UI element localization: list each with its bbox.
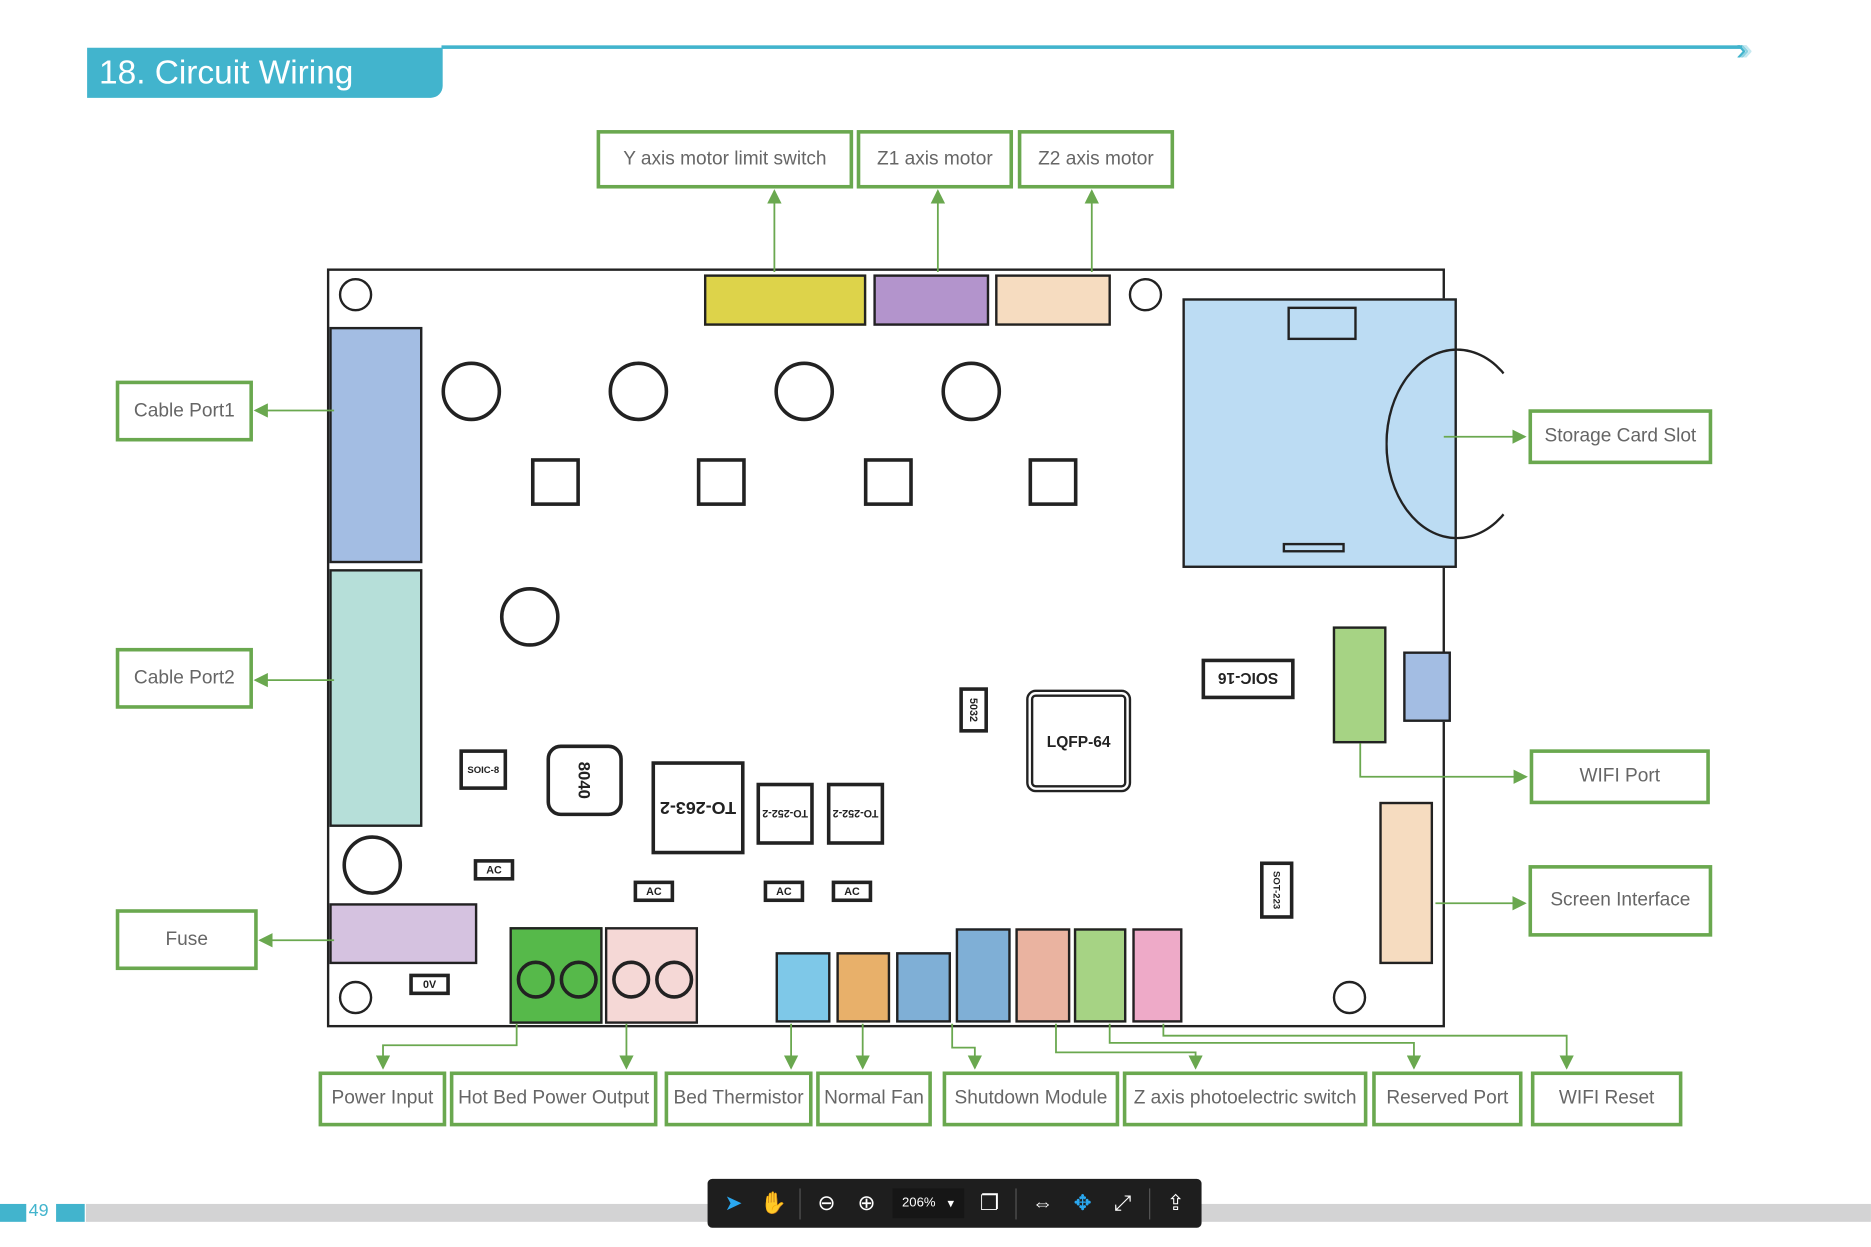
- fullscreen-icon[interactable]: ⤢: [1113, 1190, 1132, 1215]
- z1-motor-connector: [873, 274, 990, 326]
- footer-accent: [0, 1203, 27, 1222]
- page-number: 49: [28, 1200, 49, 1221]
- capacitor: [608, 361, 669, 422]
- mcu-chip: LQFP-64: [1026, 689, 1132, 793]
- zoom-in-icon[interactable]: ⊕: [857, 1190, 876, 1215]
- capacitor: [941, 361, 1002, 422]
- label-wifi-port: WIFI Port: [1529, 749, 1710, 805]
- mount-hole: [338, 980, 373, 1015]
- label-fuse: Fuse: [115, 909, 258, 971]
- select-arrow-icon[interactable]: ➤: [724, 1190, 743, 1215]
- capacitor: [774, 361, 835, 422]
- connector: [896, 952, 951, 1023]
- connector: [1015, 928, 1071, 1023]
- hot-bed-terminal: [604, 927, 699, 1024]
- divider: [1148, 1187, 1150, 1219]
- section-title: 18. Circuit Wiring: [87, 47, 443, 98]
- label-hot-bed-output: Hot Bed Power Output: [449, 1071, 658, 1127]
- y-limit-connector: [703, 274, 867, 326]
- export-icon[interactable]: ⇪: [1166, 1190, 1185, 1215]
- driver-chip: [696, 458, 746, 506]
- shutdown-connector: [955, 928, 1011, 1023]
- driver-chip: [1028, 458, 1078, 506]
- mount-hole: [338, 278, 373, 312]
- bed-thermistor-connector: [775, 952, 831, 1023]
- chevron-down-icon: ▾: [947, 1196, 955, 1212]
- title-rule: [441, 45, 1743, 49]
- fuse-holder: [329, 903, 478, 965]
- label-shutdown-module: Shutdown Module: [942, 1071, 1120, 1127]
- capacitor: [499, 587, 560, 647]
- diode: AC: [763, 880, 805, 903]
- diode: AC: [633, 880, 675, 903]
- z-photo-connector: [1073, 928, 1127, 1023]
- screen-interface-connector: [1379, 801, 1434, 965]
- label-cable-port1: Cable Port1: [115, 380, 253, 442]
- label-bed-thermistor: Bed Thermistor: [664, 1071, 813, 1127]
- footer-accent: [56, 1203, 85, 1222]
- power-input-terminal: [509, 927, 603, 1024]
- diode: AC: [473, 859, 515, 881]
- divider: [1015, 1187, 1017, 1219]
- fit-page-icon[interactable]: ✥: [1073, 1190, 1092, 1215]
- label-z-photo-switch: Z axis photoelectric switch: [1122, 1071, 1368, 1127]
- zoom-value: 206%: [901, 1195, 936, 1210]
- capacitor: [342, 835, 403, 895]
- label-cable-port2: Cable Port2: [115, 647, 253, 709]
- label-screen-interface: Screen Interface: [1528, 865, 1713, 937]
- hand-icon[interactable]: ✋: [760, 1190, 787, 1215]
- label-power-input: Power Input: [318, 1071, 447, 1127]
- mount-hole: [1128, 278, 1163, 312]
- mount-hole: [1332, 980, 1367, 1015]
- zoom-select[interactable]: 206% ▾: [892, 1188, 964, 1219]
- storage-card-slot: [1182, 298, 1529, 568]
- label-normal-fan: Normal Fan: [816, 1071, 932, 1127]
- cable-port2-header: [329, 569, 423, 827]
- fan-connector: [836, 952, 891, 1023]
- driver-chip: [530, 458, 580, 506]
- soic8-chip: SOIC-8: [459, 749, 508, 790]
- label-z2-motor: Z2 axis motor: [1017, 130, 1175, 189]
- cable-port1-header: [329, 326, 423, 564]
- copy-pages-icon[interactable]: ❐: [979, 1190, 1000, 1215]
- label-storage-card-slot: Storage Card Slot: [1528, 409, 1713, 465]
- diode: AC: [831, 880, 873, 903]
- capacitor: [441, 361, 502, 422]
- divider: [799, 1187, 801, 1219]
- fit-width-icon[interactable]: ⇔: [1031, 1190, 1054, 1215]
- z2-motor-connector: [995, 274, 1111, 326]
- label-y-limit-switch: Y axis motor limit switch: [596, 130, 854, 189]
- label-z1-motor: Z1 axis motor: [856, 130, 1014, 189]
- sot223-regulator: SOT-223: [1260, 861, 1294, 919]
- crystal: 5032: [959, 687, 988, 733]
- zoom-out-icon[interactable]: ⊖: [817, 1190, 836, 1215]
- driver-chip: [863, 458, 913, 506]
- diode: 0V: [409, 973, 450, 996]
- usb-connector: [1403, 651, 1451, 722]
- label-wifi-reset: WIFI Reset: [1530, 1071, 1683, 1127]
- viewer-toolbar: ➤ ✋ ⊖ ⊕ 206% ▾ ❐ ⇔ ✥ ⤢ ⇪: [707, 1178, 1202, 1228]
- reserved-connector: [1132, 928, 1183, 1023]
- label-reserved-port: Reserved Port: [1372, 1071, 1523, 1127]
- wifi-port-connector: [1332, 626, 1387, 744]
